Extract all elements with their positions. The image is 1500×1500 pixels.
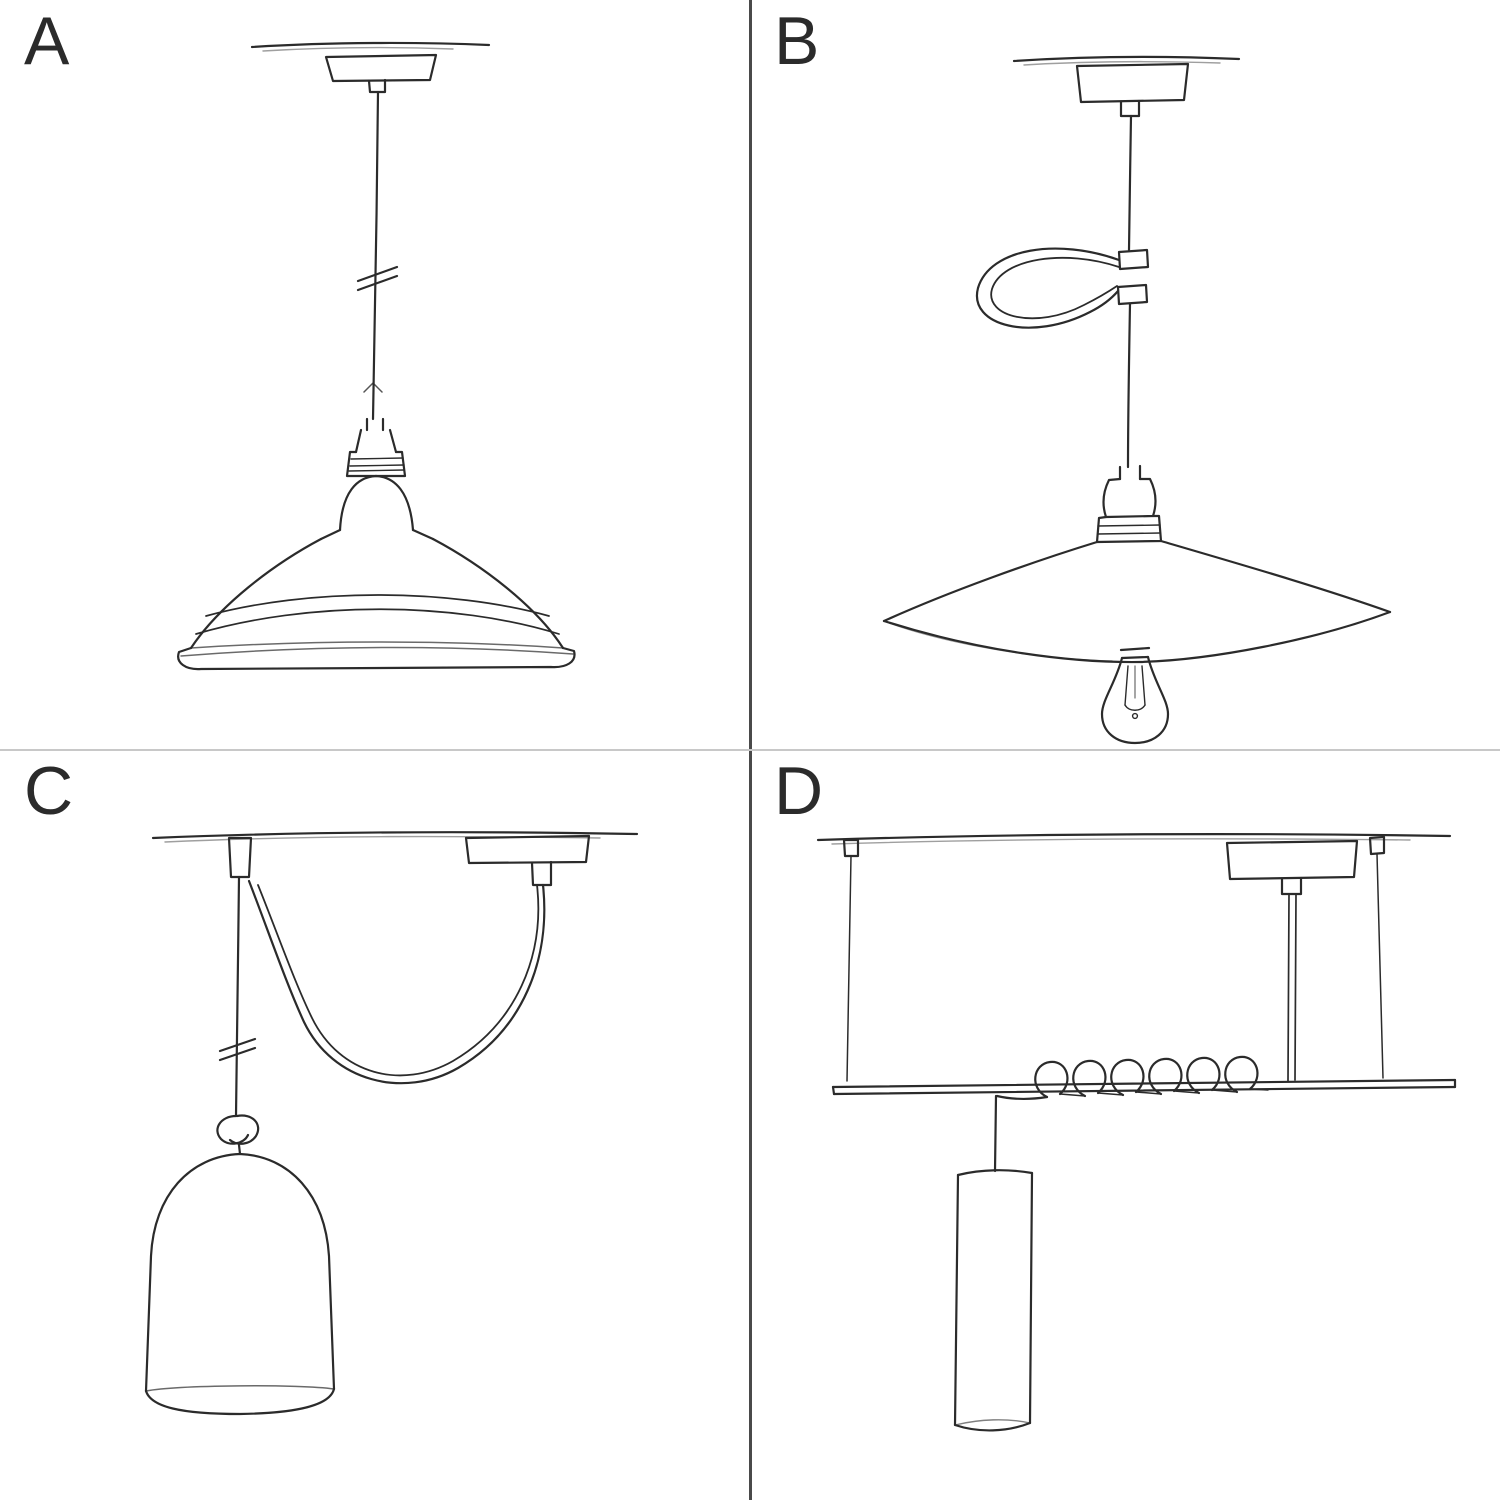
cable-knot — [216, 1114, 260, 1156]
industrial-shade — [177, 474, 576, 671]
left-suspension-wire — [842, 838, 860, 1082]
panel-d: D — [750, 750, 1500, 1500]
right-suspension-wire — [1368, 835, 1386, 1079]
ceiling-rose — [1075, 62, 1190, 118]
ceiling-rose — [1225, 839, 1359, 896]
swag-cable — [247, 879, 546, 1085]
ceiling-line — [1012, 55, 1241, 66]
panel-a: A — [0, 0, 750, 750]
panel-label-b: B — [774, 3, 821, 79]
drop-cable — [218, 875, 257, 1118]
sketch-pendant-decentralizer-plate-shade-icon — [882, 55, 1392, 745]
lamp-holder — [1095, 464, 1163, 544]
edison-bulb — [1100, 646, 1170, 745]
horizontal-divider — [0, 749, 1500, 751]
flat-plate-shade — [882, 539, 1392, 664]
lamp-holder — [345, 417, 407, 478]
panel-label-d: D — [774, 753, 825, 829]
pendant-cable — [1126, 114, 1133, 469]
tube-shade — [953, 1169, 1034, 1432]
rigid-rod — [1287, 893, 1297, 1082]
panel-label-a: A — [24, 3, 71, 79]
cable-decentralizer-hook — [975, 247, 1150, 329]
sketch-swag-pendant-bell-shade-icon — [144, 830, 639, 1416]
ceiling-hook — [227, 836, 253, 879]
sketch-pendant-industrial-shade-icon — [177, 41, 576, 671]
bell-shade — [144, 1152, 336, 1416]
sketch-suspension-bar-tube-pendant-icon — [816, 832, 1457, 1432]
horizontal-bar — [831, 1078, 1457, 1096]
pendant-cable — [356, 90, 399, 421]
ceiling-rose — [464, 834, 591, 887]
panel-label-c: C — [24, 753, 75, 829]
panel-c: C — [0, 750, 750, 1500]
drop-cable — [993, 1094, 998, 1173]
coiled-cable — [995, 1055, 1269, 1100]
panel-b: B — [750, 0, 1500, 750]
ceiling-line — [816, 832, 1452, 845]
ceiling-rose — [324, 53, 438, 94]
ceiling-line — [250, 41, 491, 52]
